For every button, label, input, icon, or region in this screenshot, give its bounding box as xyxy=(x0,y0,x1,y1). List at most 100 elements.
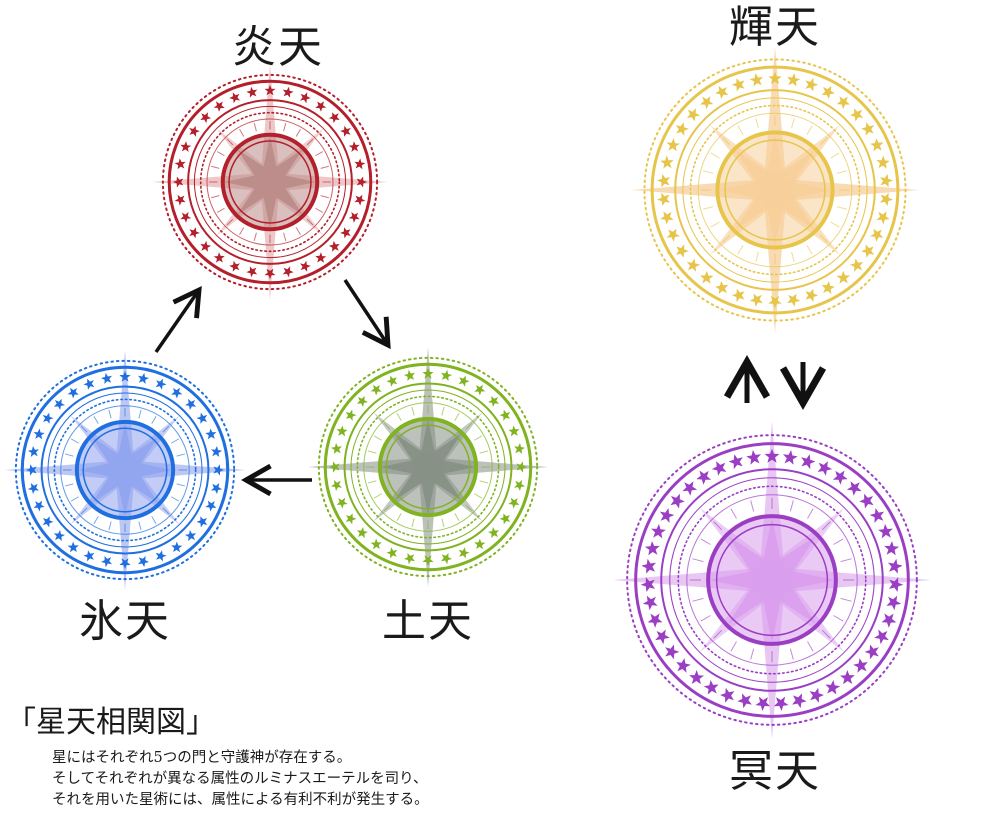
ring-star xyxy=(264,84,276,96)
tick-mark xyxy=(176,483,186,487)
tick-mark xyxy=(713,629,723,639)
tick-mark xyxy=(474,493,482,499)
ring-star xyxy=(155,550,167,562)
center-inner-ring xyxy=(715,523,829,637)
tick-mark xyxy=(806,125,813,135)
ring-star xyxy=(33,428,45,440)
ring-star xyxy=(458,547,470,559)
tick-mark xyxy=(374,493,382,499)
ring-star xyxy=(651,523,666,539)
ring-star xyxy=(328,240,340,252)
tick-mark xyxy=(454,413,460,421)
ring-star xyxy=(189,227,200,239)
ring-star xyxy=(200,112,212,124)
tick-mark xyxy=(295,227,301,235)
center-star xyxy=(718,133,832,247)
ring-star xyxy=(185,530,197,542)
dotted-ring xyxy=(677,485,867,675)
tick-mark xyxy=(108,521,112,531)
ring-star xyxy=(101,556,112,568)
tick-mark xyxy=(840,597,852,602)
ring-star xyxy=(886,595,902,611)
ring-star xyxy=(817,461,833,476)
label-mei: 冥天 xyxy=(729,746,821,797)
tick-mark xyxy=(722,137,731,146)
tick-mark xyxy=(320,195,329,199)
ring-star xyxy=(67,387,79,399)
ring-star xyxy=(749,293,763,307)
ring-star xyxy=(340,125,351,137)
circle-en xyxy=(152,64,388,300)
ring-star xyxy=(211,483,223,494)
tick-mark xyxy=(108,409,112,419)
tick-mark xyxy=(789,648,794,660)
ring-star xyxy=(675,244,689,258)
ring-star xyxy=(340,227,351,239)
ring-star xyxy=(180,141,192,152)
tick-mark xyxy=(737,245,744,255)
circle-mei xyxy=(613,421,931,739)
thin-ring-2 xyxy=(60,405,190,535)
tick-mark xyxy=(253,232,257,241)
ring-star xyxy=(356,395,368,407)
ring-star xyxy=(330,480,342,491)
tick-mark xyxy=(755,251,759,262)
tick-mark xyxy=(791,118,795,129)
tick-mark xyxy=(306,218,314,226)
outer-dotted-ring xyxy=(14,359,236,581)
ring-star xyxy=(499,409,511,421)
thin-ring xyxy=(350,389,506,545)
tick-mark xyxy=(819,137,828,146)
tick-mark xyxy=(396,413,402,421)
ring-star xyxy=(805,288,819,302)
tick-mark xyxy=(807,508,814,519)
outer-ring xyxy=(650,65,900,315)
tick-mark xyxy=(750,500,755,512)
tick-mark xyxy=(722,234,731,243)
center-star xyxy=(223,135,317,229)
ring-star xyxy=(686,108,701,122)
ring-star xyxy=(336,497,348,509)
tick-mark xyxy=(833,538,844,545)
ring-star xyxy=(354,194,366,206)
arrow-en-to-do xyxy=(343,279,391,350)
outer-ring xyxy=(634,442,910,718)
ring-star xyxy=(282,266,294,278)
center-star xyxy=(380,419,476,515)
ring-star xyxy=(755,696,771,711)
center-ring xyxy=(715,130,835,250)
ring-star xyxy=(805,78,819,92)
outer-dotted-ring xyxy=(161,73,379,291)
tick-mark xyxy=(411,518,415,528)
ring-star xyxy=(189,125,200,137)
ring-star xyxy=(196,516,208,528)
ring-star xyxy=(666,138,680,152)
ring-star xyxy=(172,176,184,188)
ring-star xyxy=(171,541,183,553)
dotted-ring xyxy=(689,104,861,276)
tick-mark xyxy=(217,207,225,213)
label-hyo: 氷天 xyxy=(79,596,171,647)
circle-hyo xyxy=(5,350,245,590)
tick-mark xyxy=(833,615,844,622)
ring-star xyxy=(185,398,197,410)
ring-star xyxy=(329,461,340,473)
ring-star xyxy=(27,446,39,457)
tick-mark xyxy=(806,245,813,255)
outer-dotted-ring xyxy=(317,356,539,578)
ring-star xyxy=(641,558,656,574)
ring-star xyxy=(746,450,761,465)
tick-mark xyxy=(383,422,391,430)
tick-mark xyxy=(730,641,737,652)
ring-star xyxy=(711,461,727,476)
ring-star xyxy=(764,448,780,463)
ring-star xyxy=(686,258,701,272)
tick-mark xyxy=(162,507,170,515)
tick-mark xyxy=(819,234,828,243)
ring-star xyxy=(647,613,663,628)
tick-mark xyxy=(830,221,840,228)
ring-star xyxy=(196,412,208,424)
ring-star xyxy=(640,577,655,592)
tick-mark xyxy=(836,206,847,210)
